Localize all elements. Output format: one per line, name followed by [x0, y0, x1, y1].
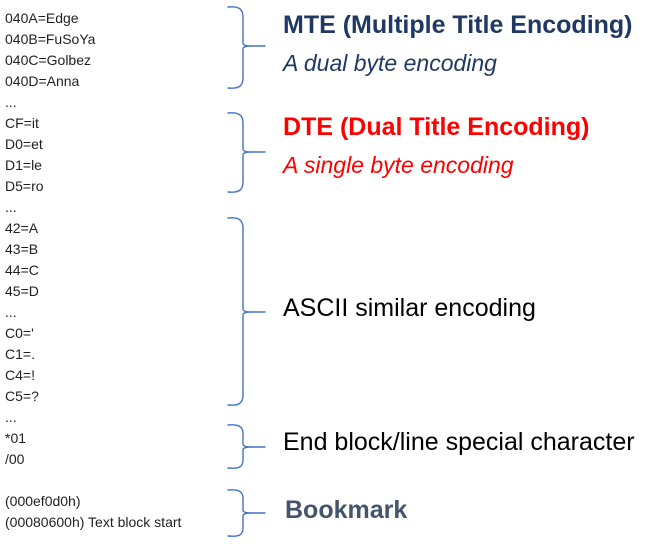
- brace-endblock: [227, 424, 266, 469]
- encoding-line: C0=': [5, 325, 34, 341]
- encoding-line: CF=it: [5, 115, 39, 131]
- annotation-endblock-title: End block/line special character: [283, 428, 635, 456]
- encoding-line: ...: [5, 94, 17, 110]
- brace-mte: [227, 6, 266, 89]
- encoding-line: 42=A: [5, 220, 39, 236]
- encoding-line: 040C=Golbez: [5, 52, 92, 68]
- brace-dte: [227, 112, 266, 193]
- annotation-ascii: ASCII similar encoding: [283, 295, 536, 321]
- annotation-mte-title: MTE (Multiple Title Encoding): [283, 11, 633, 39]
- annotation-endblock: End block/line special character: [283, 429, 635, 455]
- annotation-dte: DTE (Dual Title Encoding) A single byte …: [283, 114, 589, 177]
- encoding-line: 43=B: [5, 241, 39, 257]
- annotation-mte-subtitle: A dual byte encoding: [283, 50, 497, 76]
- encoding-line: D1=le: [5, 157, 42, 173]
- encoding-line: ...: [5, 304, 17, 320]
- encoding-line: /00: [5, 451, 25, 467]
- annotation-mte: MTE (Multiple Title Encoding) A dual byt…: [283, 12, 633, 75]
- encoding-line: C1=.: [5, 346, 35, 362]
- encoding-line: C5=?: [5, 388, 39, 404]
- encoding-line: ...: [5, 409, 17, 425]
- encoding-line: [5, 470, 225, 491]
- encoding-line: 44=C: [5, 262, 39, 278]
- annotation-ascii-title: ASCII similar encoding: [283, 294, 536, 322]
- encoding-line: 040B=FuSoYa: [5, 31, 96, 47]
- encoding-table: 040A=Edge 040B=FuSoYa 040C=Golbez 040D=Anna…: [5, 8, 225, 533]
- encoding-line: (000ef0d0h): [5, 493, 81, 509]
- encoding-line: C4=!: [5, 367, 35, 383]
- encoding-line: 040A=Edge: [5, 10, 79, 26]
- brace-bookmark: [227, 489, 266, 537]
- annotation-bookmark-title: Bookmark: [285, 496, 408, 524]
- encoding-line: 040D=Anna: [5, 73, 80, 89]
- encoding-line: ...: [5, 199, 17, 215]
- annotation-dte-subtitle: A single byte encoding: [283, 152, 514, 178]
- encoding-line: (00080600h) Text block start: [5, 514, 182, 530]
- annotation-dte-title: DTE (Dual Title Encoding): [283, 113, 590, 141]
- brace-ascii: [227, 217, 266, 406]
- encoding-line: D5=ro: [5, 178, 44, 194]
- annotation-bookmark: Bookmark: [285, 497, 407, 523]
- encoding-line: *01: [5, 430, 27, 446]
- encoding-line: D0=et: [5, 136, 43, 152]
- encoding-line: 45=D: [5, 283, 39, 299]
